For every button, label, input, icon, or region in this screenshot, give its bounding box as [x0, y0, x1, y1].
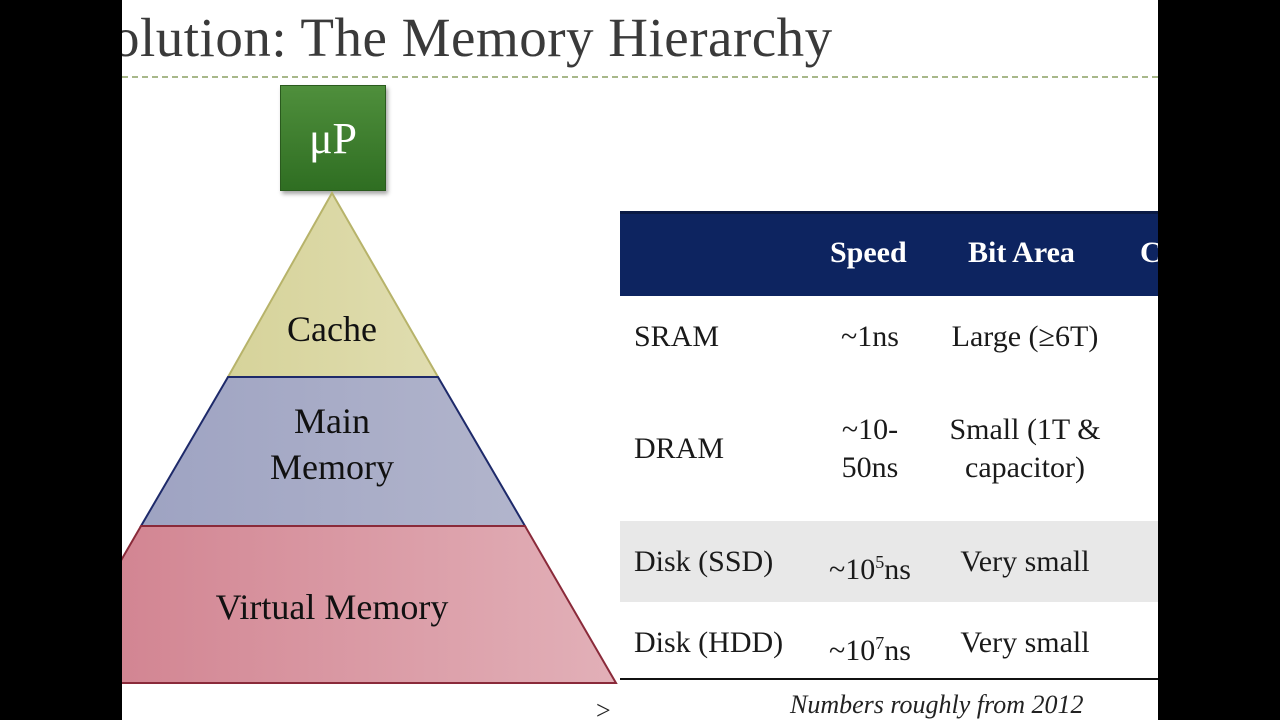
row-name: Disk (HDD) — [634, 626, 784, 659]
table-row: SRAM ~1ns Large (≥6T) — [620, 296, 1158, 378]
pyramid-label-cache: Cache — [287, 309, 377, 349]
speed-unit: ns — [884, 634, 911, 667]
processor-label: μP — [308, 113, 358, 163]
speed-exponent: 5 — [875, 552, 885, 572]
pyramid-label-virtual-memory: Virtual Memory — [215, 587, 449, 627]
row-speed-line2: 50ns — [841, 451, 899, 484]
header-speed: Speed — [830, 236, 907, 269]
memory-comparison-table: Speed Bit Area C SRAM ~1ns Large (≥6T) D… — [620, 211, 1158, 683]
table-bottom-rule — [620, 678, 1158, 680]
table-row: Disk (HDD) ~107ns Very small — [620, 602, 1158, 683]
header-bit-area: Bit Area — [968, 236, 1075, 269]
table-row: DRAM ~10- 50ns Small (1T & capacitor) — [620, 378, 1158, 521]
row-bit-area: Small (1T & capacitor) — [928, 411, 1122, 487]
processor-box: μP — [280, 85, 386, 191]
corner-glyph: > — [596, 696, 611, 720]
header-cost: C — [1140, 236, 1158, 269]
row-name: SRAM — [634, 320, 720, 353]
speed-unit: ns — [884, 553, 911, 586]
row-bit-area: Large (≥6T) — [951, 320, 1099, 353]
row-speed: ~1ns — [841, 320, 899, 353]
row-area-line1: Small (1T & — [949, 413, 1101, 446]
table-header-row: Speed Bit Area C — [620, 211, 1158, 296]
slide: olution: The Memory Hierarchy μP Cache M… — [122, 0, 1158, 720]
footnote: Numbers roughly from 2012 — [790, 690, 1084, 719]
pyramid-label-main-line1: Main — [294, 401, 370, 441]
title-divider — [122, 76, 1158, 78]
row-speed: ~105ns — [800, 543, 940, 589]
pyramid-label-main-line2: Memory — [270, 447, 394, 487]
speed-exponent: 7 — [875, 633, 885, 653]
row-name: DRAM — [634, 432, 725, 465]
row-speed: ~10- 50ns — [800, 411, 940, 487]
memory-pyramid — [122, 190, 618, 684]
pyramid-label-main-memory: Main Memory — [212, 398, 452, 490]
pyramid-level-virtual-memory — [122, 525, 618, 684]
row-bit-area: Very small — [960, 545, 1090, 578]
row-area-line2: capacitor) — [965, 451, 1085, 484]
table-row: Disk (SSD) ~105ns Very small — [620, 521, 1158, 602]
slide-title: olution: The Memory Hierarchy — [122, 7, 833, 68]
row-speed: ~107ns — [800, 624, 940, 670]
row-speed-line1: ~10- — [841, 413, 899, 446]
speed-base: ~10 — [829, 634, 876, 667]
speed-base: ~10 — [829, 553, 876, 586]
row-name: Disk (SSD) — [634, 545, 774, 578]
row-bit-area: Very small — [960, 626, 1090, 659]
